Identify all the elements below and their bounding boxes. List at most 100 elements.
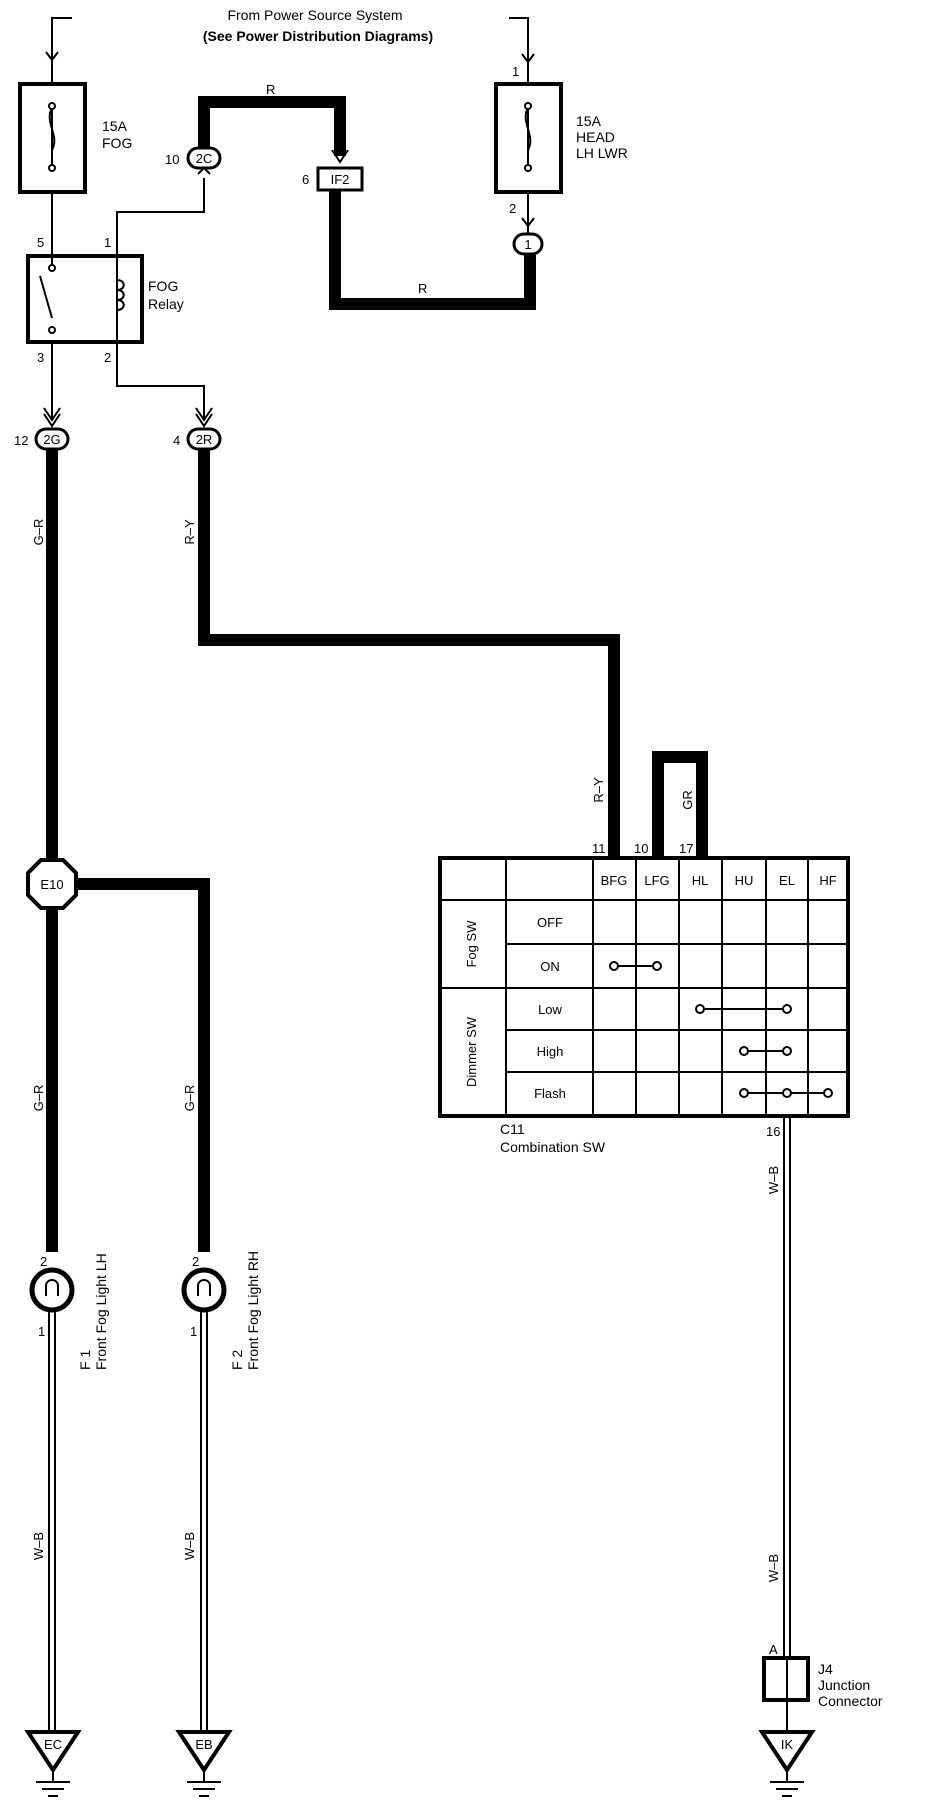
fuse-head-pin-bottom: 2 [509,201,516,216]
svg-text:1: 1 [104,235,111,250]
fuse-fog-name: FOG [102,135,132,151]
junction-name1: Junction [818,1677,870,1693]
junction-id: J4 [818,1661,833,1677]
ground-ec: EC [24,1730,82,1797]
fuse-head-name2: LH LWR [576,145,628,161]
combination-switch-table: BFG LFG HL HU EL HF 11 10 17 Fog SW Dimm… [438,841,850,1155]
connector-2g: 12 2G [14,427,70,451]
svg-text:IK: IK [781,1737,794,1752]
svg-text:2: 2 [192,1254,199,1269]
svg-text:EB: EB [195,1737,212,1752]
wire-w-b-rh [200,1310,208,1732]
col-hl: HL [692,873,709,888]
col-hu: HU [735,873,754,888]
col-hf: HF [819,873,836,888]
col-lfg: LFG [644,873,669,888]
conn-on [609,961,662,971]
fog-light-lh: 2 1 F 1 Front Fog Light LH [29,1253,109,1370]
connector-1: 1 [512,232,544,256]
title-line2: (See Power Distribution Diagrams) [203,28,433,44]
svg-text:1: 1 [524,237,531,252]
relay-name1: FOG [148,278,178,294]
svg-text:5: 5 [37,235,44,250]
svg-text:2R: 2R [196,432,213,447]
wire-label-w-b-3: W–B [766,1166,781,1194]
pin-16: 16 [766,1124,780,1139]
conn-high [739,1046,792,1056]
wire-label-r-bottom: R [418,281,427,296]
wire-relay-2r [116,342,205,420]
wire-label-w-b-2: W–B [182,1532,197,1560]
svg-text:A: A [769,1642,778,1657]
svg-text:4: 4 [173,433,180,448]
svg-text:2G: 2G [43,432,60,447]
junction-name2: Connector [818,1693,883,1709]
svg-text:2: 2 [104,350,111,365]
row-flash: Flash [534,1086,566,1101]
svg-text:EC: EC [44,1737,62,1752]
fuse-head: 1 15A HEAD LH LWR 2 [494,17,628,234]
svg-text:2C: 2C [196,151,213,166]
wire-r-bottom [329,190,536,310]
relay-name2: Relay [148,296,184,312]
fog-relay: 5 1 FOG Relay 3 2 [26,235,184,365]
pin-11: 11 [592,841,606,856]
svg-text:1: 1 [190,1324,197,1339]
svg-text:2: 2 [40,1254,47,1269]
wire-r-top [198,96,346,156]
svg-text:1: 1 [38,1324,45,1339]
svg-text:6: 6 [302,172,309,187]
col-bfg: BFG [601,873,628,888]
fog-light-lh-id: F 1 [77,1350,93,1370]
fuse-head-rating: 15A [576,113,602,129]
fog-light-rh-name: Front Fog Light RH [245,1251,261,1370]
conn-low [695,1004,792,1014]
switch-id: C11 [500,1121,525,1137]
wire-label-gr: GR [680,790,695,810]
title-line1: From Power Source System [227,7,402,23]
wire-label-g-r-2: G–R [31,1085,46,1112]
fuse-fog: 15A FOG [18,17,132,194]
pin-17: 17 [679,841,693,856]
wire-g-r-3 [76,878,210,1252]
wire-gr [652,751,708,858]
connector-2r: 4 2R [173,427,222,451]
fog-light-rh-id: F 2 [229,1350,245,1370]
fog-light-lh-name: Front Fog Light LH [93,1253,109,1370]
svg-text:10: 10 [165,152,179,167]
wire-2c-relay [116,178,205,256]
wire-w-b-lh [48,1310,56,1732]
fog-light-rh: 2 1 F 2 Front Fog Light RH [181,1251,261,1370]
ground-ik: IK [758,1730,816,1797]
wire-label-r-y-1: R–Y [182,519,197,545]
switch-name: Combination SW [500,1139,606,1155]
row-high: High [537,1044,564,1059]
row-off: OFF [537,915,563,930]
wire-label-g-r-1: G–R [31,519,46,546]
pin-10: 10 [634,841,648,856]
fuse-fog-rating: 15A [102,118,128,134]
wire-label-w-b-1: W–B [31,1532,46,1560]
svg-text:3: 3 [37,350,44,365]
svg-text:E10: E10 [40,877,63,892]
wire-w-b-switch [783,1116,791,1658]
connector-if2: 6 IF2 [302,166,364,192]
conn-flash [739,1088,833,1098]
fuse-head-name1: HEAD [576,129,615,145]
row-on: ON [540,959,560,974]
svg-text:12: 12 [14,433,28,448]
svg-text:IF2: IF2 [331,172,350,187]
group-dimmer-sw: Dimmer SW [464,1016,479,1087]
connector-2c: 10 2C [165,146,222,175]
wire-label-r-y-2: R–Y [591,777,606,803]
group-fog-sw: Fog SW [464,920,479,968]
wire-label-r-top: R [266,82,275,97]
splice-e10: E10 [26,858,78,910]
wire-label-w-b-4: W–B [766,1554,781,1582]
wire-r-y [198,449,620,858]
ground-eb: EB [175,1730,233,1797]
row-low: Low [538,1002,562,1017]
fuse-head-pin-top: 1 [512,64,519,79]
junction-connector-j4: A J4 Junction Connector [762,1642,883,1732]
